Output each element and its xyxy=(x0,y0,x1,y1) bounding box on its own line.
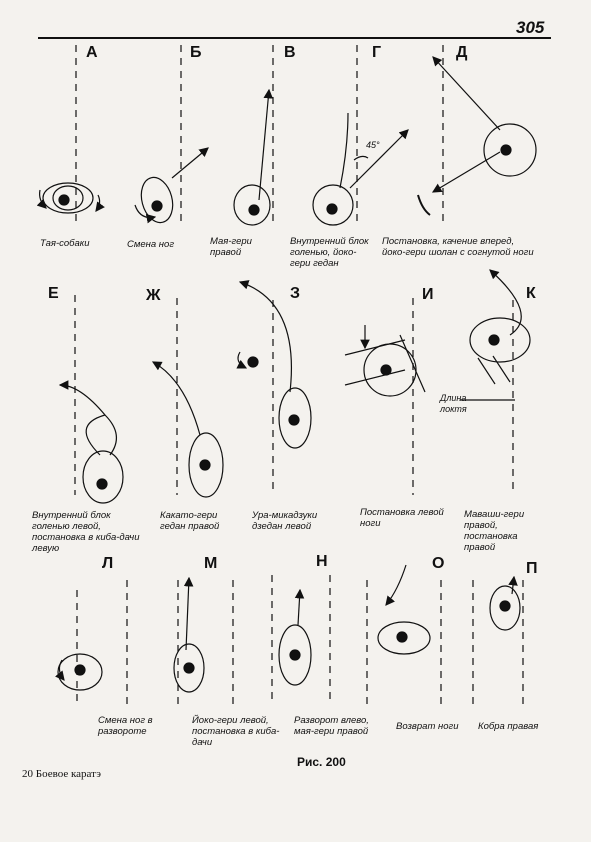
page-footer: 20 Боевое каратэ xyxy=(22,768,101,780)
guide-lines-row2 xyxy=(74,295,514,495)
caption-d: Постановка, качение вперед, йоко-гери шо… xyxy=(382,236,534,258)
figure-n xyxy=(278,588,312,686)
panel-letter-e: Е xyxy=(48,285,59,302)
figure-d xyxy=(417,56,537,216)
figure-z xyxy=(236,280,312,449)
panel-letter-m: М xyxy=(204,555,218,572)
panel-letter-v: В xyxy=(284,44,296,61)
figure-a xyxy=(36,182,105,214)
caption-b: Смена ног xyxy=(127,239,175,250)
figure-i xyxy=(344,325,426,397)
panel-letter-z: З xyxy=(290,285,301,302)
caption-k: Маваши-гери правой, постановка правой xyxy=(464,509,525,553)
panel-letter-g: Г xyxy=(372,44,382,61)
caption-l: Смена ног в развороте xyxy=(98,715,153,737)
caption-n: Разворот влево, мая-гери правой xyxy=(294,715,369,737)
panel-letter-i: И xyxy=(422,286,434,303)
caption-m: Йоко-гери левой, постановка в киба- дачи xyxy=(192,715,280,748)
caption-z: Ура-микадзуки дзедан левой xyxy=(252,510,318,532)
panel-letter-b: Б xyxy=(190,44,202,61)
page-number: 305 xyxy=(516,18,545,37)
panel-letter-d: Д xyxy=(456,44,468,61)
caption-p: Кобра правая xyxy=(478,721,539,732)
caption-v: Мая-гери правой xyxy=(210,236,252,258)
figure-g xyxy=(312,112,409,226)
elbow-length-label: Длина локтя xyxy=(440,393,467,414)
figure-l xyxy=(55,653,103,691)
caption-o: Возврат ноги xyxy=(396,721,459,732)
angle-label: 45° xyxy=(366,140,380,150)
figure-v xyxy=(233,88,274,226)
figure-m xyxy=(173,576,205,693)
figure-o xyxy=(377,564,431,655)
panel-letter-o: О xyxy=(432,555,445,572)
figure-k xyxy=(460,269,531,401)
panel-letter-zh: Ж xyxy=(146,287,161,304)
caption-zh: Какато-гери гедан правой xyxy=(160,510,220,532)
caption-a: Тая-собаки xyxy=(40,238,90,249)
header-rule xyxy=(38,37,551,39)
panel-letter-a: А xyxy=(86,44,98,61)
figure-p xyxy=(489,575,521,631)
panel-letter-k: К xyxy=(526,285,536,302)
panel-letter-n: Н xyxy=(316,553,328,570)
guide-lines-row1 xyxy=(75,45,444,225)
caption-e: Внутренний блок голенью левой, постановк… xyxy=(32,510,140,554)
caption-i: Постановка левой ноги xyxy=(360,507,444,529)
figure-b xyxy=(134,147,209,224)
figure-caption: Рис. 200 xyxy=(297,755,346,769)
panel-letter-p: П xyxy=(526,560,538,577)
figure-zh xyxy=(151,361,224,498)
figure-e xyxy=(58,380,124,504)
caption-g: Внутренний блок голенью, йоко- гери геда… xyxy=(290,236,369,269)
panel-letter-l: Л xyxy=(102,555,114,572)
